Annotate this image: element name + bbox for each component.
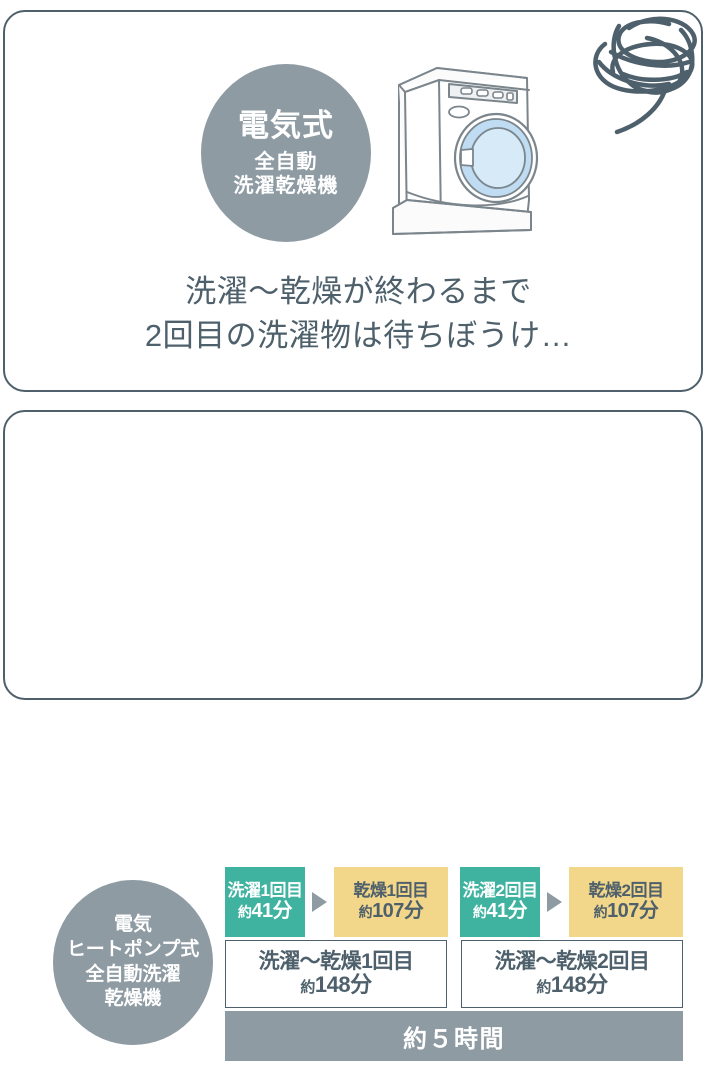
total-box-cycle-1: 洗濯〜乾燥1回目 約148分 (225, 940, 447, 1008)
phase-name: 洗濯2回目 (462, 881, 538, 901)
cycle-group-1: 洗濯1回目 約41分 乾燥1回目 約107分 (225, 867, 448, 937)
total-name: 洗濯〜乾燥2回目 (494, 949, 650, 973)
badge-line-3: 全自動洗濯 (85, 963, 181, 985)
phase-name: 乾燥2回目 (588, 881, 664, 901)
phase-box-dry-2: 乾燥2回目 約107分 (569, 867, 683, 937)
arrow-wash-to-dry-2 (540, 867, 569, 937)
phase-name: 洗濯1回目 (227, 881, 303, 901)
top-caption: 洗濯〜乾燥が終わるまで 2回目の洗濯物は待ちぼうけ… (5, 270, 707, 358)
timeline-phase-row: 洗濯1回目 約41分 乾燥1回目 約107分 洗濯2回目 約41 (225, 867, 683, 937)
badge-heatpump-type: 電気 ヒートポンプ式 全自動洗濯 乾燥機 (53, 880, 213, 1045)
total-box-cycle-2: 洗濯〜乾燥2回目 約148分 (461, 940, 683, 1008)
triangle-right-icon (547, 892, 562, 912)
caption-line-2: 2回目の洗濯物は待ちぼうけ… (144, 318, 573, 354)
badge-headline: 電気式 (238, 107, 334, 143)
phase-box-dry-1: 乾燥1回目 約107分 (334, 867, 448, 937)
caption-line-1: 洗濯〜乾燥が終わるまで (185, 274, 532, 309)
phase-box-wash-2: 洗濯2回目 約41分 (460, 867, 540, 937)
timeline-chart: 洗濯1回目 約41分 乾燥1回目 約107分 洗濯2回目 約41 (225, 867, 683, 1067)
badge-line-1: 電気 (113, 914, 152, 936)
phase-time: 約107分 (593, 900, 659, 923)
timeline-total-row: 洗濯〜乾燥1回目 約148分 洗濯〜乾燥2回目 約148分 (225, 940, 683, 1008)
bottom-panel-heatpump-type: 電気 ヒートポンプ式 全自動洗濯 乾燥機 洗濯1回目 約41分 乾燥1回目 (3, 410, 703, 1061)
phase-box-wash-1: 洗濯1回目 約41分 (225, 867, 305, 937)
badge-line-4: 乾燥機 (104, 988, 162, 1010)
badge-line-2: ヒートポンプ式 (66, 938, 200, 960)
cycle-gap (448, 867, 460, 937)
triangle-right-icon (312, 892, 327, 912)
infographic-root: 電気式 全自動 洗濯乾燥機 (3, 10, 703, 1061)
badge-subline-1: 全自動 (254, 151, 318, 174)
phase-name: 乾燥1回目 (353, 881, 429, 901)
cycle-group-2: 洗濯2回目 約41分 乾燥2回目 約107分 (460, 867, 683, 937)
total-time: 約148分 (300, 972, 372, 998)
badge-electric-type: 電気式 全自動 洗濯乾燥機 (201, 64, 371, 242)
phase-time: 約41分 (237, 900, 293, 923)
top-panel-electric-type: 電気式 全自動 洗濯乾燥機 (3, 10, 703, 392)
tangled-scribble-icon (593, 16, 697, 135)
badge-subline-2: 洗濯乾燥機 (233, 174, 339, 197)
phase-time: 約107分 (358, 900, 424, 923)
arrow-wash-to-dry-1 (305, 867, 334, 937)
total-gap (447, 940, 461, 1008)
total-time: 約148分 (536, 972, 608, 998)
washing-machine-icon (392, 67, 539, 235)
phase-time: 約41分 (472, 900, 528, 923)
total-name: 洗濯〜乾燥1回目 (258, 949, 414, 973)
grand-total-bar: 約５時間 (225, 1011, 683, 1061)
